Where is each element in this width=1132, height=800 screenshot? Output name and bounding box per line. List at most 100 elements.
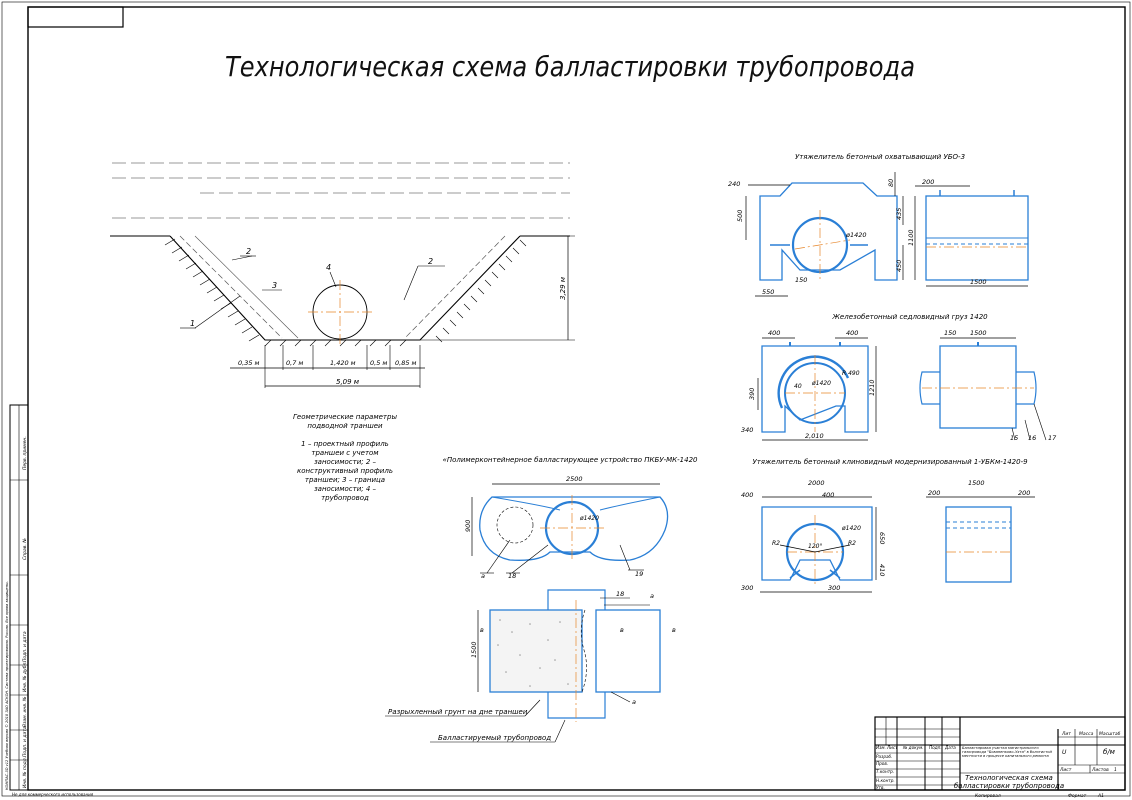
plan-label-a-bot: а (632, 698, 636, 706)
ubo-dim-550: 550 (762, 288, 774, 296)
ubkm-title: Утяжелитель бетонный клиновидный модерни… (752, 458, 1028, 466)
noncommercial-note: Не для коммерческого использования (12, 792, 94, 797)
ubkm-dim-r2b: R2 (848, 540, 856, 547)
trench-label-4: 4 (326, 263, 331, 272)
legend-line-0: 1 – проектный профиль (301, 440, 389, 448)
ubo-pipe-dia: ø1420 (845, 231, 867, 239)
ubkm-dim-300a: 300 (741, 584, 753, 592)
stamp-listov-n: 1 (1114, 767, 1117, 773)
stamp-p-2: Т.контр. (876, 769, 894, 774)
stamp-listov: Листов (1091, 767, 1109, 773)
plan-label-v3: в (672, 626, 676, 634)
trench-section: 1 2 3 4 2 3,29 м 0,35 м 0,7 м 1,420 м 0,… (110, 162, 575, 388)
stamp-format-v: А1 (1097, 793, 1104, 799)
stamp-p-3: Н.контр. (876, 778, 895, 783)
stamp-name-1: Технологическая схема (965, 774, 1053, 782)
soil-block (489, 609, 583, 693)
ubkm-dim-300b: 300 (828, 584, 840, 592)
stamp-format: Формат (1068, 793, 1087, 799)
page-title: Технологическая схема балластировки труб… (225, 50, 915, 83)
side-col-6: Перв. примен. (22, 436, 28, 470)
pkbu-label-a: а (481, 572, 485, 580)
sedlo-title: Железобетонный седловидный груз 1420 (831, 313, 988, 321)
dim-0-35: 0,35 м (238, 359, 260, 367)
pkbu-dim-2500: 2500 (566, 475, 583, 483)
ubkm-section: Утяжелитель бетонный клиновидный модерни… (741, 458, 1035, 593)
sedlo-dim-390: 390 (748, 388, 756, 400)
ubo-dim-80: 80 (887, 179, 895, 187)
dim-0-7: 0,7 м (286, 359, 303, 367)
pkbu-label-18: 18 (508, 572, 516, 580)
caption-line-1: подводной траншеи (307, 422, 383, 430)
side-strip: Инв. № подл. Подп. и дата Взам. инв. № И… (5, 404, 94, 797)
plan-soil-label: Разрыхленный грунт на дне траншеи (388, 708, 528, 716)
stamp-h-doc: № докум. (902, 745, 924, 750)
sedlo-dim-40: 40 (794, 383, 802, 390)
plan-pipe-label: Балластируемый трубопровод (438, 734, 551, 742)
pkbu-label-19: 19 (635, 570, 643, 578)
legend-line-2: заносимости; 2 – (314, 458, 377, 466)
stamp-h-podp: Подп. (929, 745, 942, 750)
stamp-list: Лист (1059, 767, 1072, 773)
sedlo-dim-1420: ø1420 (811, 380, 831, 387)
caption-line-0: Геометрические параметры (293, 413, 397, 421)
stamp-copied: Копировал (975, 793, 1001, 799)
stamp-p-4: Утв. (876, 785, 885, 790)
stamp-scale: б/м (1103, 748, 1116, 756)
stamp-h-izm: Изм. (876, 745, 886, 750)
legend-line-6: трубопровод (321, 494, 369, 502)
stamp-lit: Лит (1061, 731, 1071, 737)
sedlo-num-16: 16 (1028, 434, 1036, 442)
side-col-4: Подп. и дата (22, 631, 28, 662)
ubkm-dim-r2a: R2 (772, 540, 780, 547)
title-block: Изм. Лист № докум. Подп. Дата Разраб. Пр… (874, 716, 1126, 799)
trench-label-3: 3 (272, 281, 277, 290)
stamp-h-list: Лист (886, 745, 898, 750)
legend-line-3: конструктивный профиль (297, 467, 393, 475)
sedlo-dim-1500: 1500 (970, 329, 987, 337)
ubo-dim-1500: 1500 (970, 278, 987, 286)
sedlo-section: Железобетонный седловидный груз 1420 400… (741, 313, 1057, 442)
compas-note: КОМПАС-3D v12 Учебная версия © 2010 ЗАО … (5, 581, 9, 790)
ubkm-dim-1420: ø1420 (841, 525, 861, 532)
ubo-title: Утяжелитель бетонный охватывающий УБО-3 (795, 153, 965, 161)
ubkm-dim-400a: 400 (741, 491, 753, 499)
ubo-dim-450: 450 (895, 260, 903, 272)
ubkm-dim-2000: 2000 (808, 479, 825, 487)
plan-section: 1500 18 а в в в а Разрыхленный грунт на … (385, 589, 676, 743)
ubo-dim-200: 200 (922, 178, 934, 186)
ubkm-dim-1500: 1500 (968, 479, 985, 487)
legend-line-5: заносимости; 4 – (314, 485, 377, 493)
ubkm-dim-400b: 400 (822, 491, 834, 499)
sedlo-num-17: 17 (1048, 434, 1057, 442)
trench-depth: 3,29 м (559, 276, 567, 300)
pkbu-dim-1420: ø1420 (579, 515, 599, 522)
sedlo-dim-r490: R 490 (842, 370, 860, 377)
stamp-doc-title: Балластировка участка магистрального газ… (962, 746, 1052, 759)
ubo-dim-150: 150 (795, 276, 807, 284)
pkbu-section: «Полимерконтейнерное балластирующее устр… (443, 456, 699, 580)
legend-line-1: траншеи с учетом (311, 449, 379, 457)
ubo-dim-1100: 1100 (907, 229, 915, 246)
sedlo-dim-340: 340 (741, 426, 753, 434)
plan-label-v1: в (480, 626, 484, 634)
side-col-1: Подп. и дата (22, 726, 28, 757)
trench-label-2b: 2 (428, 257, 433, 266)
stamp-p-1: Пров. (876, 761, 888, 766)
dim-0-85: 0,85 м (395, 359, 417, 367)
side-col-2: Взам. инв. № (22, 696, 28, 727)
stamp-name-2: балластировки трубопровода (954, 782, 1064, 790)
trench-label-1: 1 (190, 319, 195, 328)
plan-label-v2: в (620, 626, 624, 634)
inner-frame (27, 6, 1126, 791)
ubkm-dim-650: 650 (878, 532, 886, 544)
sedlo-dim-2010: 2,010 (805, 432, 824, 440)
ubo-dim-500: 500 (736, 210, 744, 222)
stamp-masshtab: Масштаб (1099, 731, 1121, 737)
plan-label-a-top: а (650, 592, 654, 600)
stamp-p-0: Разраб. (876, 754, 892, 759)
sedlo-dim-1210: 1210 (868, 379, 876, 396)
trench-label-2: 2 (246, 247, 251, 256)
pkbu-title: «Полимерконтейнерное балластирующее устр… (443, 456, 699, 464)
